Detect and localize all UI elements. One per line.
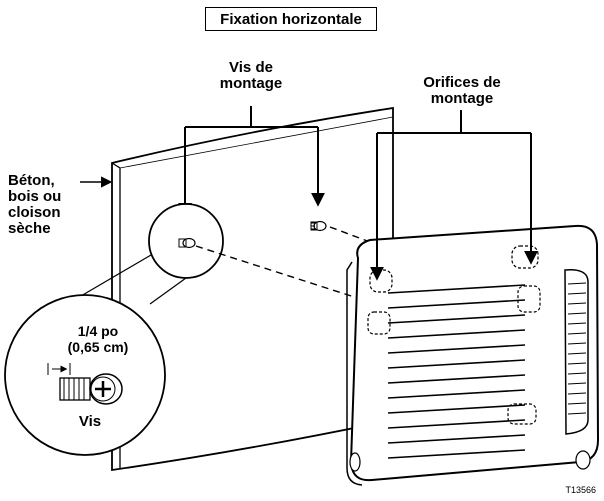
wall-label-line3: cloison bbox=[8, 204, 61, 221]
wall-label-line1: Béton, bbox=[8, 172, 55, 189]
wall-label-line2: bois ou bbox=[8, 188, 62, 205]
screws-label: Vis de montage bbox=[215, 60, 287, 92]
dashed-guides bbox=[195, 226, 531, 305]
dimension-arrow bbox=[47, 363, 71, 375]
holes-label: Orifices de montage bbox=[412, 75, 512, 107]
holes-bracket bbox=[370, 110, 538, 281]
screws-label-line1: Vis de bbox=[229, 59, 273, 76]
zoom-circle-large bbox=[4, 294, 166, 456]
diagram-title: Fixation horizontale bbox=[205, 7, 377, 31]
size-label: 1/4 po (0,65 cm) bbox=[58, 323, 138, 355]
screw-enlarged-icon bbox=[59, 373, 123, 405]
size-label-line2: (0,65 cm) bbox=[67, 339, 129, 355]
wall-label: Béton, bois ou cloison sèche bbox=[8, 173, 80, 237]
screws-label-line2: montage bbox=[219, 75, 283, 92]
wall-label-line4: sèche bbox=[8, 220, 51, 237]
holes-label-line2: montage bbox=[430, 90, 494, 107]
holes-label-line1: Orifices de bbox=[423, 74, 501, 91]
screws-bracket bbox=[178, 106, 325, 217]
screw-label: Vis bbox=[78, 413, 102, 430]
device-body bbox=[346, 224, 600, 486]
wall-screw-left bbox=[178, 237, 196, 249]
size-label-line1: 1/4 po bbox=[77, 323, 119, 339]
wall-screw-right bbox=[310, 220, 327, 232]
figure-code: T13566 bbox=[565, 485, 596, 495]
